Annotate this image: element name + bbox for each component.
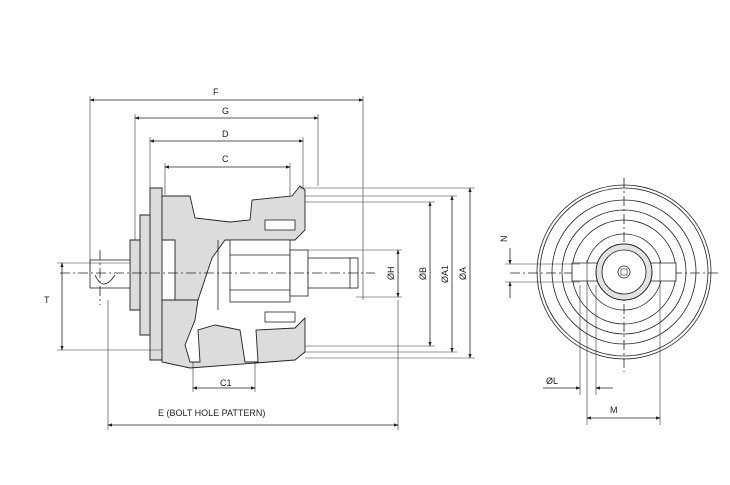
dim-label-d: D — [222, 129, 229, 139]
dim-label-m: M — [610, 405, 618, 415]
dim-label-l: ØL — [546, 376, 558, 386]
dim-label-t: T — [44, 295, 50, 305]
dim-label-a: ØA — [458, 267, 468, 280]
dim-label-f: F — [213, 87, 219, 97]
dim-label-c: C — [222, 154, 229, 164]
extension-lines — [57, 96, 475, 430]
dim-label-g: G — [222, 106, 229, 116]
side-view-section — [89, 185, 359, 369]
end-view-extension-lines — [505, 260, 661, 425]
dim-label-n: N — [499, 236, 509, 243]
dim-label-h: ØH — [386, 267, 396, 281]
dim-label-c1: C1 — [220, 378, 232, 388]
dim-label-b: ØB — [418, 267, 428, 280]
end-view — [536, 184, 712, 360]
dim-label-e: E (BOLT HOLE PATTERN) — [158, 408, 265, 418]
dim-label-a1: ØA1 — [440, 265, 450, 283]
